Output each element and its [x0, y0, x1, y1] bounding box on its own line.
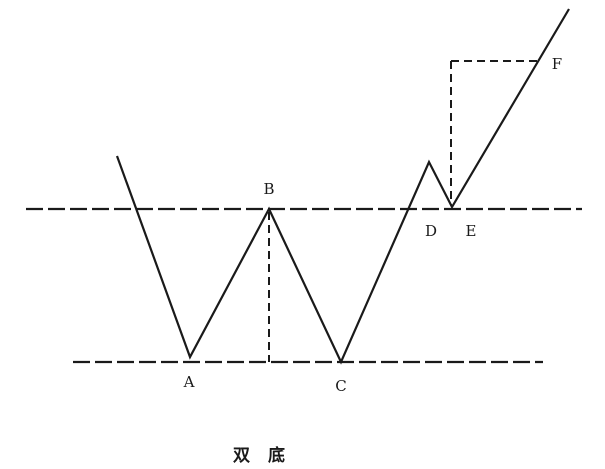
label-b: B: [263, 180, 274, 198]
label-d: D: [425, 222, 437, 240]
label-e: E: [466, 222, 477, 240]
label-a: A: [183, 373, 195, 391]
label-f: F: [552, 55, 562, 73]
label-c: C: [335, 377, 346, 395]
price-path: [115, 8, 570, 365]
diagram-title: 双 底: [233, 445, 291, 466]
